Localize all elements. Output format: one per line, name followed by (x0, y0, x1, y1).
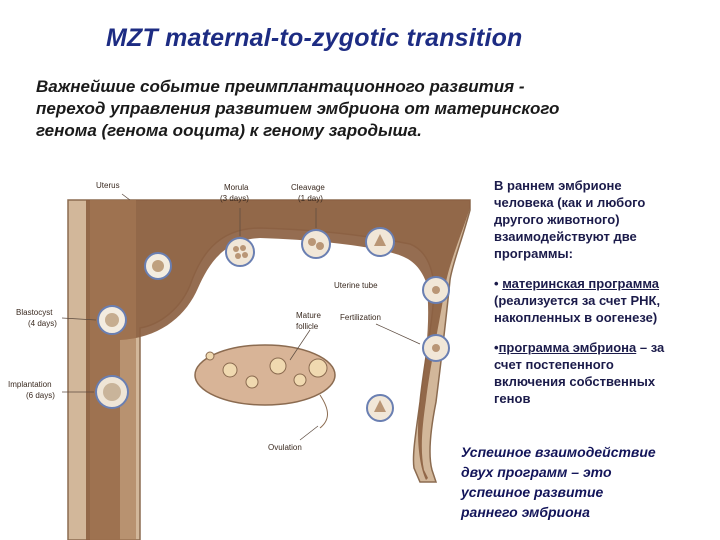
side-intro: В раннем эмбрионе человека (как и любого… (494, 177, 714, 262)
bullet-dash: – за (636, 340, 664, 355)
side-intro-line: взаимодействуют две (494, 229, 637, 244)
label-uterus: Uterus (96, 181, 120, 190)
intro-line: генома (генома ооцита) к геному зародыша… (36, 120, 686, 142)
bullet-dot: • (494, 276, 499, 291)
label-cleavage-days: (1 day) (298, 194, 323, 203)
diagram-svg: Uterus Morula (3 days) Cleavage (1 day) … (0, 170, 480, 540)
bullet-line: генов (494, 391, 530, 406)
label-cleavage: Cleavage (291, 183, 325, 192)
intro-line: Важнейшие событие преимплантационного ра… (36, 76, 686, 98)
embryo-development-diagram: Uterus Morula (3 days) Cleavage (1 day) … (0, 170, 480, 540)
conclusion-line: успешное развитие (461, 482, 711, 502)
label-ovulation: Ovulation (268, 443, 302, 452)
embryo-program-link[interactable]: программа эмбриона (499, 340, 637, 355)
label-morula: Morula (224, 183, 249, 192)
label-implantation: Implantation (8, 380, 52, 389)
embryo-cleavage-4 (302, 230, 330, 258)
slide-title: MZT maternal-to-zygotic transition (106, 24, 523, 53)
conclusion-line: раннего эмбриона (461, 502, 711, 522)
label-implantation-days: (6 days) (26, 391, 55, 400)
bullet-line: (реализуется за счет РНК, (494, 293, 660, 308)
bullet-embryo: •программа эмбриона – за счет постепенно… (494, 339, 714, 407)
side-intro-line: другого животного) (494, 212, 620, 227)
label-blastocyst: Blastocyst (16, 308, 53, 317)
label-blastocyst-days: (4 days) (28, 319, 57, 328)
label-fertilization: Fertilization (340, 313, 381, 322)
maternal-program-link[interactable]: материнская программа (502, 276, 659, 291)
bullet-line: включения собственных (494, 374, 655, 389)
label-mature: Mature (296, 311, 321, 320)
side-text: В раннем эмбрионе человека (как и любого… (494, 177, 714, 420)
intro-paragraph: Важнейшие событие преимплантационного ра… (36, 76, 686, 142)
bullet-maternal: • материнская программа (реализуется за … (494, 275, 714, 326)
side-intro-line: В раннем эмбрионе (494, 178, 622, 193)
conclusion-line: Успешное взаимодействие (461, 442, 711, 462)
intro-line: переход управления развитием эмбриона от… (36, 98, 686, 120)
label-uterine-tube: Uterine tube (334, 281, 378, 290)
side-intro-line: человека (как и любого (494, 195, 645, 210)
embryo-morula (226, 238, 254, 266)
label-morula-days: (3 days) (220, 194, 249, 203)
side-intro-line: программы: (494, 246, 573, 261)
label-follicle: follicle (296, 322, 319, 331)
conclusion-line: двух программ – это (461, 462, 711, 482)
conclusion-text: Успешное взаимодействие двух программ – … (461, 442, 711, 522)
bullet-line: счет постепенного (494, 357, 614, 372)
bullet-line: накопленных в оогенезе) (494, 310, 657, 325)
